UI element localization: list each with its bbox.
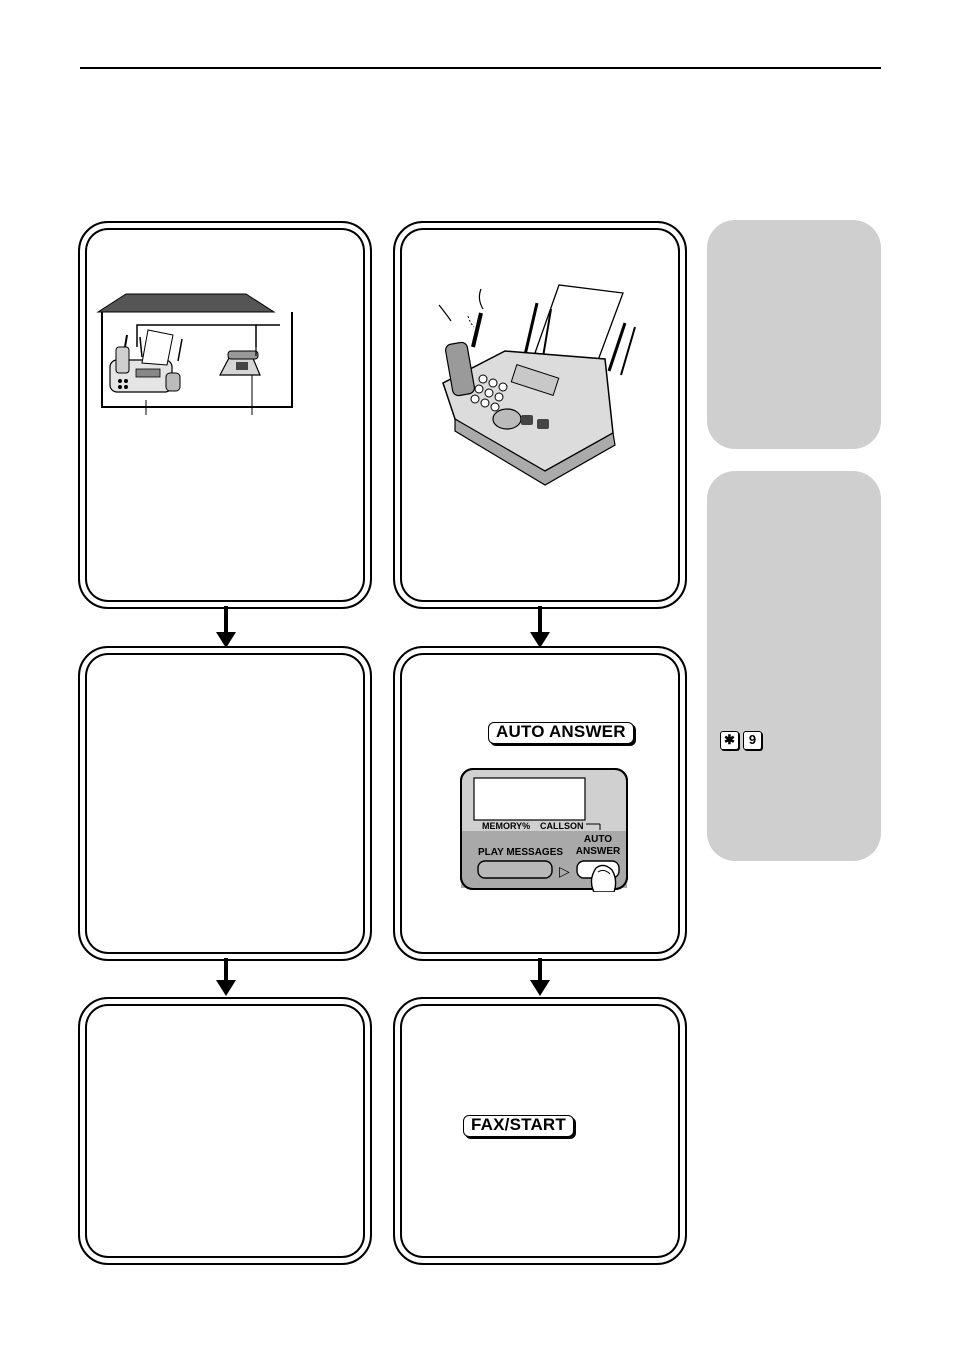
play-messages-button[interactable] (477, 860, 553, 879)
memory-label: MEMORY% (482, 821, 530, 831)
auto-answer-key-label: AUTO ANSWER (488, 722, 634, 744)
nine-key-icon: 9 (743, 731, 762, 750)
step-box-empty-left-middle (78, 646, 372, 961)
star-key-icon: ✱ (720, 731, 739, 750)
fax-machine-illustration (438, 284, 636, 486)
pressing-finger-icon (590, 864, 617, 892)
sidebar-note-bottom (707, 471, 881, 861)
play-arrow-icon: ▷ (559, 863, 570, 879)
fax-machine-small-icon (109, 329, 183, 393)
fax-start-key-label: FAX/START (463, 1115, 574, 1137)
arrow-down-right-2 (530, 958, 550, 998)
extension-phone-icon (219, 347, 261, 376)
on-label: ON (570, 821, 584, 831)
arrow-down-left-1 (216, 606, 236, 648)
sidebar-note-top (707, 220, 881, 449)
play-messages-label: PLAY MESSAGES (478, 847, 563, 858)
step-box-connection (78, 221, 372, 609)
step-box-fax-machine (393, 221, 687, 609)
calls-label: CALLS (540, 821, 570, 831)
answer-label: ANSWER (576, 846, 621, 857)
control-panel-diagram: MEMORY% CALLS ON PLAY MESSAGES AUTO ANSW… (460, 768, 628, 892)
header-rule (80, 67, 881, 69)
house-connection-illustration (96, 293, 293, 415)
arrow-down-left-2 (216, 958, 236, 998)
step-box-auto-answer: MEMORY% CALLS ON PLAY MESSAGES AUTO ANSW… (393, 646, 687, 961)
auto-label: AUTO (584, 834, 612, 845)
step-box-empty-left-bottom (78, 997, 372, 1265)
arrow-down-right-1 (530, 606, 550, 648)
